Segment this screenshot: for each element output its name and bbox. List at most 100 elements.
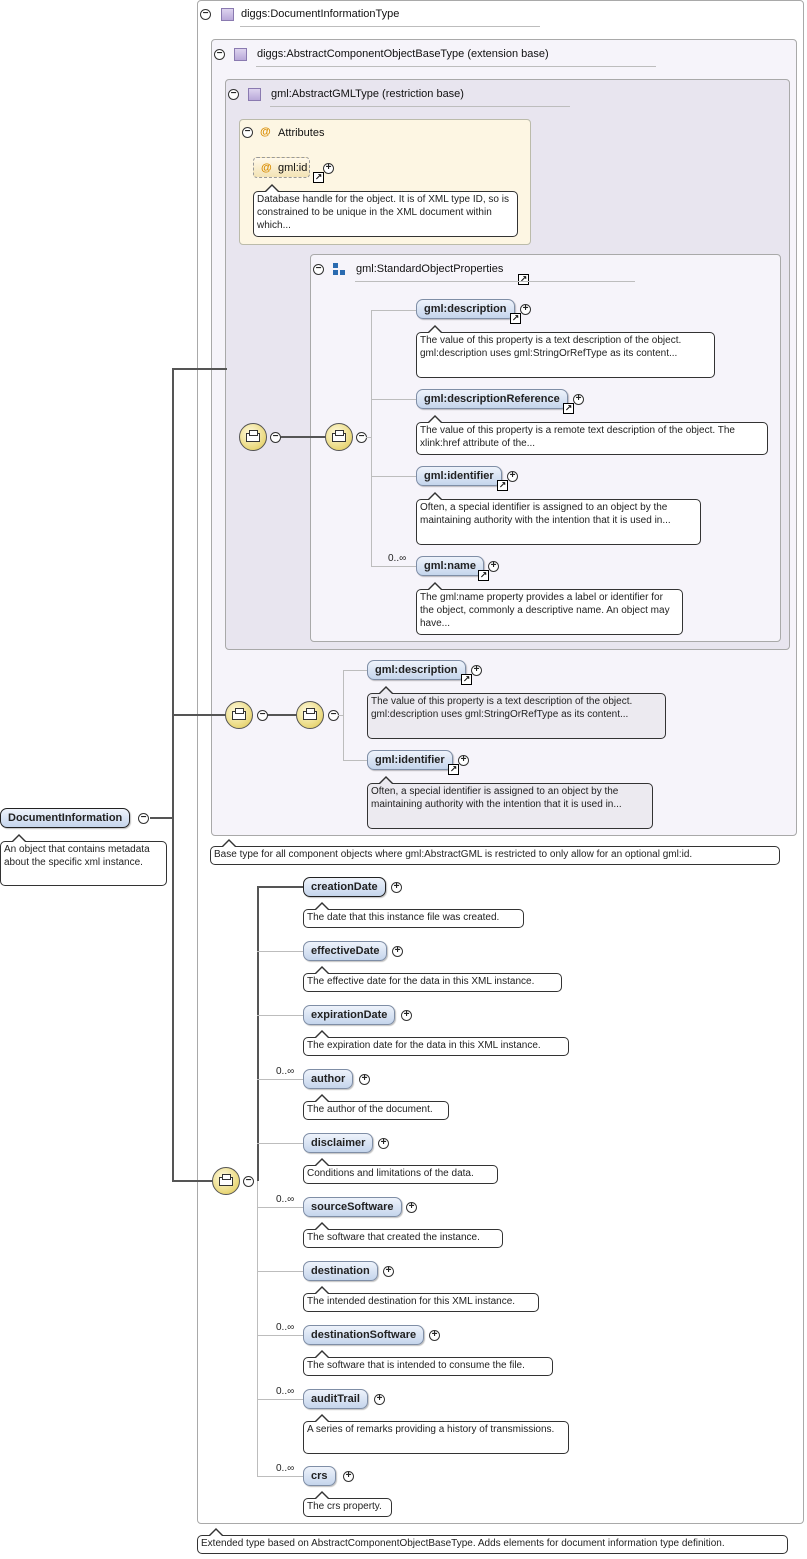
- sequence-compositor-icon[interactable]: [225, 701, 253, 729]
- std-element-identifier-doc: Often, a special identifier is assigned …: [416, 492, 701, 545]
- cardinality-label: 0..∞: [276, 1463, 295, 1474]
- expand-element-button[interactable]: +: [378, 1138, 389, 1149]
- expand-element-button[interactable]: +: [359, 1074, 370, 1085]
- expand-element-button[interactable]: +: [507, 471, 518, 482]
- base-type-doc: Base type for all component objects wher…: [210, 839, 780, 865]
- attribute-at-icon: @: [261, 162, 272, 174]
- root-element-document-information[interactable]: DocumentInformation: [0, 808, 131, 828]
- element-audit-trail-doc: A series of remarks providing a history …: [303, 1414, 569, 1454]
- element-source-software[interactable]: sourceSoftware: [303, 1197, 402, 1217]
- main-seq-branch: [257, 1143, 303, 1144]
- expand-element-button[interactable]: +: [471, 665, 482, 676]
- document-type-doc: Extended type based on AbstractComponent…: [197, 1528, 788, 1554]
- expand-element-button[interactable]: +: [488, 561, 499, 572]
- base-element-description[interactable]: gml:description: [367, 660, 466, 680]
- main-seq-branch: [257, 1399, 303, 1400]
- gml-type-title: gml:AbstractGMLType (restriction base): [271, 88, 464, 100]
- attributes-title: Attributes: [278, 127, 325, 139]
- std-seq-branch: [371, 399, 416, 400]
- reference-arrow-icon[interactable]: ↗: [518, 274, 529, 285]
- main-seq-branch: [257, 1079, 303, 1080]
- collapse-sequence-button[interactable]: −: [243, 1176, 254, 1187]
- element-crs[interactable]: crs: [303, 1466, 336, 1486]
- complex-type-icon: [234, 48, 247, 61]
- element-audit-trail[interactable]: auditTrail: [303, 1389, 368, 1409]
- title-underline: [256, 66, 656, 67]
- std-element-name[interactable]: gml:name: [416, 556, 484, 576]
- reference-arrow-icon[interactable]: ↗: [497, 480, 508, 491]
- connector-line: [366, 437, 371, 438]
- expand-element-button[interactable]: +: [343, 1471, 354, 1482]
- std-element-description-reference[interactable]: gml:descriptionReference: [416, 389, 568, 409]
- reference-arrow-icon[interactable]: ↗: [478, 570, 489, 581]
- element-author[interactable]: author: [303, 1069, 354, 1089]
- main-seq-branch: [257, 1335, 303, 1336]
- collapse-document-type-button[interactable]: −: [200, 9, 211, 20]
- collapse-sequence-button[interactable]: −: [270, 432, 281, 443]
- element-creation-date[interactable]: creationDate: [303, 877, 386, 897]
- complex-type-icon: [248, 88, 261, 101]
- sequence-compositor-icon[interactable]: [212, 1167, 240, 1195]
- main-seq-branch: [257, 951, 303, 952]
- title-underline: [270, 106, 570, 107]
- std-seq-branch: [371, 566, 416, 567]
- sequence-compositor-icon[interactable]: [325, 423, 353, 451]
- collapse-standard-props-button[interactable]: −: [313, 264, 324, 275]
- std-element-description-doc: The value of this property is a text des…: [416, 325, 715, 378]
- collapse-component-base-button[interactable]: −: [214, 49, 225, 60]
- collapse-gml-type-button[interactable]: −: [228, 89, 239, 100]
- expand-element-button[interactable]: +: [573, 394, 584, 405]
- collapse-attributes-button[interactable]: −: [242, 127, 253, 138]
- root-spine: [172, 370, 174, 1182]
- element-destination[interactable]: destination: [303, 1261, 378, 1281]
- gml-id-doc: Database handle for the object. It is of…: [253, 184, 518, 237]
- reference-arrow-icon[interactable]: ↗: [448, 764, 459, 775]
- expand-element-button[interactable]: +: [520, 304, 531, 315]
- expand-element-button[interactable]: +: [406, 1202, 417, 1213]
- root-connector: [150, 817, 174, 819]
- element-expiration-date[interactable]: expirationDate: [303, 1005, 396, 1025]
- reference-arrow-icon[interactable]: ↗: [563, 403, 574, 414]
- element-creation-date-doc: The date that this instance file was cre…: [303, 902, 524, 928]
- collapse-root-button[interactable]: −: [138, 813, 149, 824]
- reference-arrow-icon[interactable]: ↗: [313, 172, 324, 183]
- expand-element-button[interactable]: +: [383, 1266, 394, 1277]
- collapse-sequence-button[interactable]: −: [257, 710, 268, 721]
- sequence-compositor-icon[interactable]: [296, 701, 324, 729]
- reference-arrow-icon[interactable]: ↗: [510, 313, 521, 324]
- element-source-software-doc: The software that created the instance.: [303, 1222, 503, 1248]
- title-underline: [355, 281, 635, 282]
- group-icon: [333, 263, 346, 276]
- root-branch-gml: [172, 368, 227, 370]
- std-element-description[interactable]: gml:description: [416, 299, 515, 319]
- std-element-identifier[interactable]: gml:identifier: [416, 466, 502, 486]
- sequence-compositor-icon[interactable]: [239, 423, 267, 451]
- expand-element-button[interactable]: +: [429, 1330, 440, 1341]
- base-element-description-doc: The value of this property is a text des…: [367, 686, 666, 739]
- gml-id-attribute[interactable]: [253, 157, 310, 178]
- std-element-description-reference-doc: The value of this property is a remote t…: [416, 415, 768, 455]
- expand-element-button[interactable]: +: [391, 882, 402, 893]
- expand-gml-id-button[interactable]: +: [323, 163, 334, 174]
- element-destination-doc: The intended destination for this XML in…: [303, 1286, 539, 1312]
- cardinality-label: 0..∞: [276, 1194, 295, 1205]
- main-seq-spine: [257, 887, 259, 1181]
- title-underline: [240, 26, 540, 27]
- expand-element-button[interactable]: +: [392, 946, 403, 957]
- element-effective-date-doc: The effective date for the data in this …: [303, 966, 562, 992]
- reference-arrow-icon[interactable]: ↗: [461, 674, 472, 685]
- component-base-title: diggs:AbstractComponentObjectBaseType (e…: [257, 48, 549, 60]
- root-element-doc: An object that contains metadata about t…: [0, 834, 167, 886]
- element-disclaimer[interactable]: disclaimer: [303, 1133, 374, 1153]
- expand-element-button[interactable]: +: [401, 1010, 412, 1021]
- element-destination-software[interactable]: destinationSoftware: [303, 1325, 425, 1345]
- main-seq-branch: [257, 1207, 303, 1208]
- connector-line: [267, 714, 297, 716]
- element-effective-date[interactable]: effectiveDate: [303, 941, 388, 961]
- base-element-identifier[interactable]: gml:identifier: [367, 750, 453, 770]
- root-branch-elements: [172, 1180, 213, 1182]
- expand-element-button[interactable]: +: [458, 755, 469, 766]
- expand-element-button[interactable]: +: [374, 1394, 385, 1405]
- std-seq-curve: [371, 310, 416, 311]
- main-seq-branch: [257, 1015, 303, 1016]
